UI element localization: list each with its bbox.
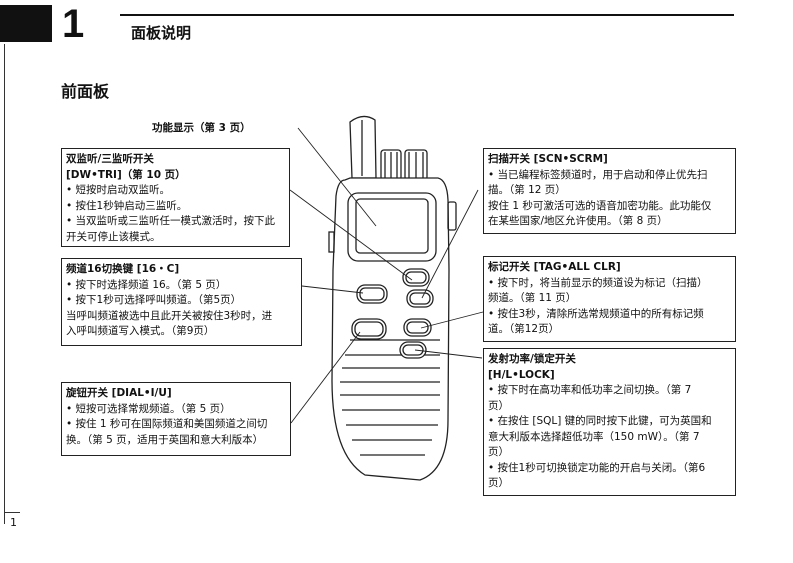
callout-title: 频道16切换键 [16・C] <box>66 263 180 275</box>
callout-line: • 按下时选择频道 16。（第 5 页） <box>66 278 227 291</box>
callout-title: 发射功率/锁定开关 <box>488 353 576 365</box>
subsection-title: 前面板 <box>61 82 110 101</box>
callout-line: • 按住3秒，清除所选常规频道中的所有标记频 <box>488 307 704 320</box>
callout-title: 旋钮开关 [DIAL•I/U] <box>66 387 172 399</box>
callout-line: 意大利版本选择超低功率（150 mW）。（第 7 <box>488 430 700 443</box>
page-number: 1 <box>10 516 17 529</box>
header-rule <box>120 14 734 16</box>
chapter-number: 1 <box>62 2 85 46</box>
left-margin-line <box>4 44 5 524</box>
callout-scan: 扫描开关 [SCN•SCRM] • 当已编程标签频道时，用于启动和停止优先扫 描… <box>483 148 736 234</box>
function-display-label: 功能显示（第 3 页） <box>152 122 251 134</box>
footer-rule <box>4 512 20 513</box>
callout-line: 页） <box>488 399 509 412</box>
callout-line: 页） <box>488 446 509 458</box>
callout-line: • 当双监听或三监听任一模式激活时，按下此 <box>66 215 276 227</box>
callout-title: [DW•TRI]（第 10 页） <box>66 168 186 181</box>
callout-line: 当呼叫频道被选中且此开关被按住3秒时，进 <box>66 309 273 322</box>
callout-line: • 按下时在高功率和低功率之间切换。（第 7 <box>488 384 692 396</box>
chapter-marker-block <box>0 5 52 42</box>
callout-title: 双监听/三监听开关 <box>66 153 154 165</box>
page-title: 面板说明 <box>131 24 192 42</box>
callout-line: • 按下1秒可选择呼叫频道。（第5页） <box>66 294 242 306</box>
callout-hl-lock: 发射功率/锁定开关 [H/L•LOCK] • 按下时在高功率和低功率之间切换。（… <box>483 348 736 496</box>
callout-title: [H/L•LOCK] <box>488 368 555 381</box>
callout-ch16: 频道16切换键 [16・C] • 按下时选择频道 16。（第 5 页） • 按下… <box>61 258 302 346</box>
callout-line: • 按住1秒可切换锁定功能的开启与关闭。（第6 <box>488 461 706 474</box>
callout-tag: 标记开关 [TAG•ALL CLR] • 按下时，将当前显示的频道设为标记（扫描… <box>483 256 736 342</box>
callout-line: 按住 1 秒可激活可选的语音加密功能。此功能仅 <box>488 199 712 212</box>
callout-line: • 按住 1 秒可在国际频道和美国频道之间切 <box>66 418 268 430</box>
callout-line: • 在按住 [SQL] 键的同时按下此键，可为英国和 <box>488 415 712 427</box>
callout-line: 频道。（第 11 页） <box>488 292 577 304</box>
callout-line: • 短按可选择常规频道。（第 5 页） <box>66 402 231 415</box>
callout-line: 在某些国家/地区允许使用。（第 8 页） <box>488 215 668 227</box>
callout-line: 页） <box>488 477 509 489</box>
callout-line: • 短按时启动双监听。 <box>66 184 171 196</box>
callout-line: 换。（第 5 页，适用于英国和意大利版本） <box>66 433 264 446</box>
callout-line: • 当已编程标签频道时，用于启动和停止优先扫 <box>488 168 708 181</box>
callout-line: 开关可停止该模式。 <box>66 230 161 243</box>
callout-line: 描。（第 12 页） <box>488 184 566 196</box>
callout-line: • 按下时，将当前显示的频道设为标记（扫描） <box>488 276 708 289</box>
callout-line: • 按住1秒钟启动三监听。 <box>66 199 188 212</box>
callout-title: 扫描开关 [SCN•SCRM] <box>488 153 608 165</box>
callout-line: 入呼叫频道写入模式。（第9页） <box>66 325 215 337</box>
callout-line: 道。（第12页） <box>488 323 560 335</box>
callout-dw-tri: 双监听/三监听开关 [DW•TRI]（第 10 页） • 短按时启动双监听。 •… <box>61 148 290 247</box>
callout-title: 标记开关 [TAG•ALL CLR] <box>488 261 621 273</box>
callout-dial: 旋钮开关 [DIAL•I/U] • 短按可选择常规频道。（第 5 页） • 按住… <box>61 382 291 456</box>
